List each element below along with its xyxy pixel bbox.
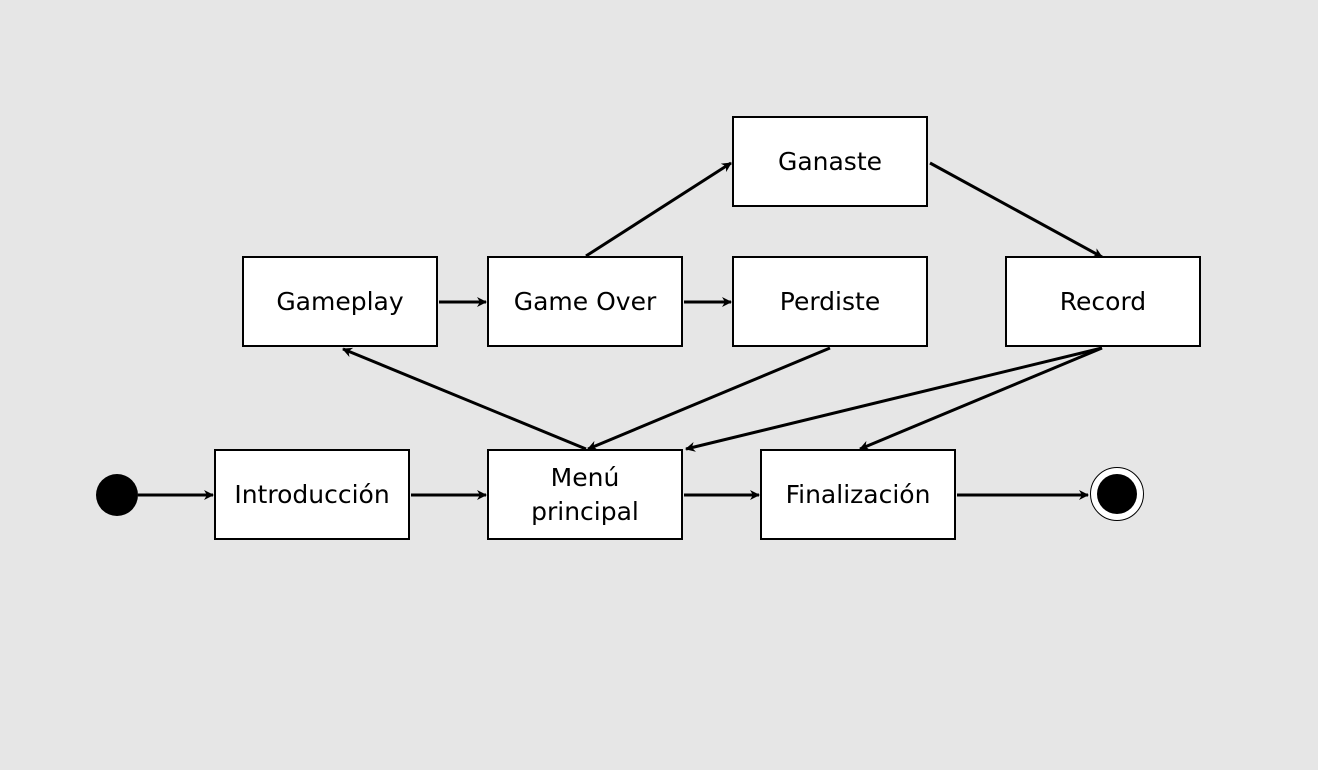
state-introduccion-label: Introducción [234,479,390,509]
arrow-gameover-to-ganaste [585,161,732,258]
state-record: Record [1005,256,1201,347]
state-ganaste: Ganaste [732,116,928,207]
state-menu-principal: Menú principal [487,449,683,540]
arrow-record-to-finalizacion [859,346,1103,451]
arrow-perdiste-to-menu [587,346,831,451]
state-introduccion: Introducción [214,449,410,540]
arrow-menu-to-gameplay [342,347,587,451]
final-state-dot [1097,474,1137,514]
state-gameplay: Gameplay [242,256,438,347]
state-gameplay-label: Gameplay [276,286,404,316]
state-game-over-label: Game Over [513,286,657,316]
arrow-ganaste-to-record [929,161,1103,259]
final-state [1090,467,1144,521]
arrow-record-to-menu [685,346,1103,452]
state-finalizacion: Finalización [760,449,956,540]
state-ganaste-label: Ganaste [777,146,883,176]
state-menu-principal-label: Menú principal [531,462,639,526]
state-record-label: Record [1059,286,1147,316]
state-perdiste-label: Perdiste [779,286,881,316]
state-finalizacion-label: Finalización [785,479,931,509]
initial-state [96,474,138,516]
state-perdiste: Perdiste [732,256,928,347]
state-game-over: Game Over [487,256,683,347]
